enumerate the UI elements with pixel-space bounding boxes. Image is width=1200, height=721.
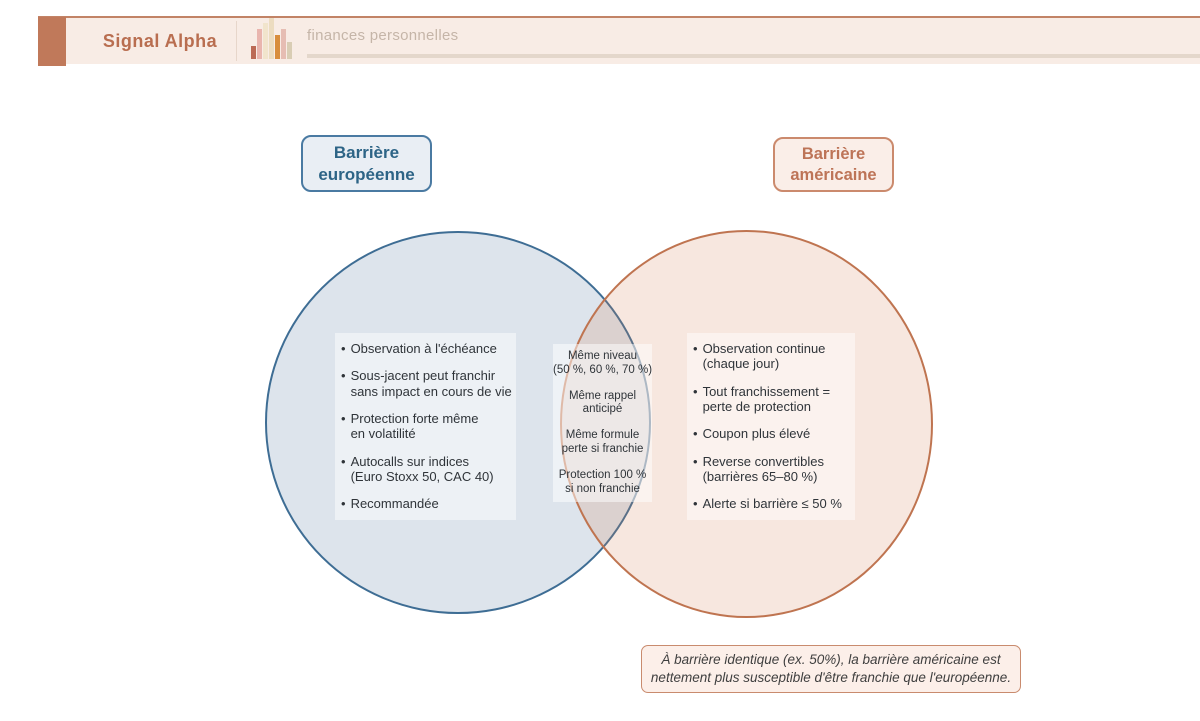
right-list-item: Coupon plus élevé	[693, 426, 849, 441]
left-list-item: Autocalls sur indices (Euro Stoxx 50, CA…	[341, 454, 510, 485]
european-barrier-title-badge: Barrière européenne	[301, 135, 432, 192]
bar-chart-logo-icon	[251, 17, 297, 59]
left-list-item: Sous-jacent peut franchir sans impact en…	[341, 368, 512, 399]
left-list-item-text: Observation à l'échéance	[350, 341, 497, 356]
left-list-item-text: Sous-jacent peut franchir sans impact en…	[350, 368, 512, 399]
logo-bar	[269, 18, 274, 59]
brand-title: Signal Alpha	[102, 30, 218, 51]
left-list-item-text: Protection forte même en volatilité	[350, 410, 479, 442]
conclusion-note: À barrière identique (ex. 50%), la barri…	[641, 645, 1021, 694]
intersection-item: Même niveau (50 %, 60 %, 70 %)	[553, 350, 653, 376]
logo-bar	[287, 42, 292, 59]
brand-square	[38, 17, 66, 66]
right-list-item: Observation continue (chaque jour)	[693, 341, 849, 372]
logo-bar	[263, 23, 268, 59]
right-list-item-text: Reverse convertibles (barrières 65–80 %)	[702, 453, 824, 484]
logo-bar	[257, 29, 262, 59]
intersection-item: Protection 100 % si non franchie	[558, 468, 647, 495]
left-list-item: Protection forte même en volatilité	[341, 411, 510, 442]
logo-bar	[275, 35, 280, 59]
left-list-item: Recommandée	[341, 496, 510, 511]
app-header: Signal Alpha finances personnelles	[38, 16, 1200, 66]
header-divider	[236, 21, 237, 61]
nav-underline	[307, 54, 1200, 58]
left-list-item: Observation à l'échéance	[341, 341, 510, 356]
intersection-item: Même formule perte si franchie	[561, 429, 644, 455]
right-list-item-text: Tout franchissement = perte de protectio…	[702, 383, 831, 414]
american-barrier-list: Observation continue (chaque jour) Tout …	[687, 333, 855, 520]
right-list-item: Reverse convertibles (barrières 65–80 %)	[693, 454, 849, 485]
right-list-item: Tout franchissement = perte de protectio…	[693, 384, 849, 415]
logo-bar	[281, 29, 286, 59]
right-list-item-text: Alerte si barrière ≤ 50 %	[702, 496, 842, 512]
right-list-item-text: Coupon plus élevé	[702, 426, 811, 442]
intersection-item: Même rappel anticipé	[568, 389, 637, 416]
left-list-item-text: Autocalls sur indices (Euro Stoxx 50, CA…	[350, 453, 494, 484]
nav-item-finances-personnelles[interactable]: finances personnelles	[307, 27, 459, 44]
european-barrier-list: Observation à l'échéance Sous-jacent peu…	[335, 333, 516, 520]
logo-bar	[251, 46, 256, 59]
american-barrier-title-badge: Barrière américaine	[773, 137, 894, 192]
intersection-list: Même niveau (50 %, 60 %, 70 %) Même rapp…	[553, 344, 653, 503]
right-list-item: Alerte si barrière ≤ 50 %	[693, 496, 849, 511]
right-list-item-text: Observation continue (chaque jour)	[702, 341, 826, 372]
left-list-item-text: Recommandée	[350, 496, 439, 512]
